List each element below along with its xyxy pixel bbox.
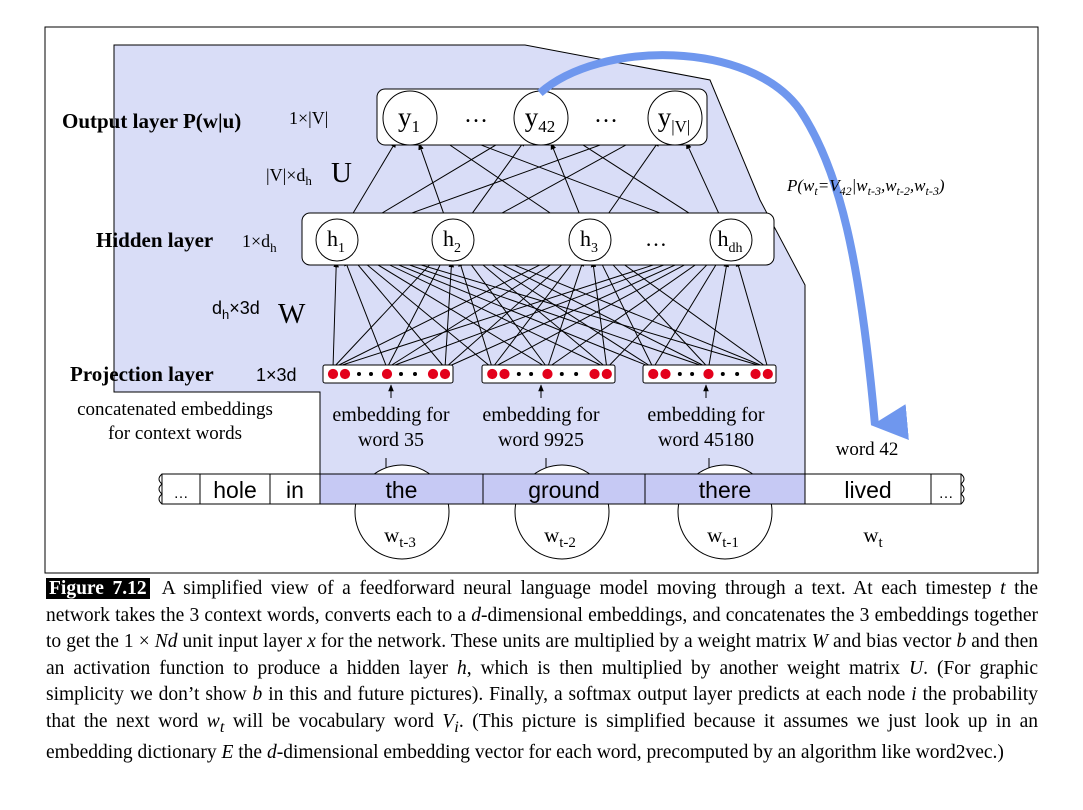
svg-text:the: the [386,477,418,503]
output-ellipsis: … [594,102,618,128]
torn-edge-right [960,473,965,505]
embedding-ellipsis-dot [399,372,403,376]
svg-text:embedding for: embedding for [332,404,450,426]
token-6: there [644,473,806,505]
embedding-unit [702,368,715,380]
projection-block-3 [642,364,777,384]
embedding-unit [749,368,762,380]
svg-text:…: … [939,485,954,502]
projection-block-1 [322,364,454,384]
embedding-ellipsis-dot [677,372,682,376]
hidden-node-2: h2 [431,218,475,262]
svg-text:word 35: word 35 [358,429,424,451]
prediction-arrow [537,51,909,440]
target-word-label: word 42 [836,439,899,460]
token-7: lived [804,473,932,505]
weight-u-name: U [331,157,352,189]
embedding-ellipsis-dot [516,372,521,376]
svg-text:y42: y42 [525,102,556,136]
svg-text:y1: y1 [398,102,420,136]
token-8: … [930,473,962,505]
embedding-ellipsis-dot [559,372,564,376]
svg-text:h3: h3 [580,226,598,256]
hidden-layer-dim: 1×dh [242,231,277,255]
embedding-unit [439,368,451,380]
embedding-ellipsis-dot [720,372,725,376]
embedding-unit [486,368,499,380]
svg-text:h2: h2 [443,226,461,256]
svg-text:wt-2: wt-2 [544,523,576,551]
output-node-1: y1 [382,90,438,146]
embedding-ellipsis-dot [735,372,740,376]
embedding-ellipsis-dot [690,372,695,376]
svg-text:word 45180: word 45180 [658,429,754,451]
svg-text:y|V|: y|V| [658,102,691,136]
embedding-ellipsis-dot [574,372,579,376]
weight-u-dim: |V|×dh [266,165,312,188]
svg-text:there: there [699,477,751,503]
embedding-unit [659,368,672,380]
output-layer-label: Output layer P(w|u) [62,109,241,133]
projection-layer-dim: 1×3d [256,365,297,385]
embedding-ellipsis-dot [369,372,373,376]
projection-layer-label: Projection layer [70,362,214,386]
concat-note-line1: concatenated embeddings [77,399,273,420]
svg-text:word 9925: word 9925 [498,429,584,451]
embedding-label-2: embedding for word 9925 [482,384,600,451]
svg-text:wt-3: wt-3 [384,523,416,551]
embedding-unit [588,368,601,380]
hidden-node-1: h1 [315,218,359,262]
embedding-unit [541,368,554,380]
embedding-unit [600,368,613,380]
hidden-ellipsis: … [645,226,667,251]
hidden-layer-label: Hidden layer [96,228,213,252]
svg-text:lived: lived [844,477,891,503]
probability-label: P(wt=V42|wt-3,wt-2,wt-3) [786,176,945,198]
token-4: the [319,473,484,505]
svg-text:h1: h1 [327,226,345,256]
embedding-label-1: embedding for word 35 [332,384,450,451]
svg-text:embedding for: embedding for [482,404,600,426]
token-5: ground [482,473,646,505]
weight-w-dim: dh×3d [212,298,260,322]
embedding-ellipsis-dot [357,372,361,376]
feedforward-lm-diagram: y1 y42 y|V| … … h1 h2 h3 hdh … Output layer P(w|… [44,26,1039,574]
output-layer-dim: 1×|V| [289,108,328,128]
token-2: hole [199,473,271,505]
weight-w-name: W [278,298,306,330]
figure-frame [44,26,1039,574]
hidden-node-4: hdh [709,218,753,262]
token-3: in [269,473,321,505]
hidden-node-3: h3 [568,218,612,262]
embedding-unit [381,368,393,380]
output-node-3: y|V| [647,90,703,146]
token-1: … [161,473,201,505]
svg-text:wt-1: wt-1 [707,523,739,551]
svg-text:ground: ground [528,477,600,503]
embedding-unit [761,368,774,380]
projection-block-2 [481,364,616,384]
embedding-unit [498,368,511,380]
embedding-unit [339,368,351,380]
embedding-unit [327,368,339,380]
output-node-2: y42 [513,90,569,146]
figure-number: Figure 7.12 [46,578,150,599]
svg-text:in: in [286,477,304,503]
embedding-unit [427,368,439,380]
target-word-symbol: wt [863,523,883,551]
svg-text:hdh: hdh [718,226,743,256]
output-ellipsis: … [464,102,488,128]
concat-note-line2: for context words [108,423,242,444]
svg-text:embedding for: embedding for [647,404,765,426]
svg-text:hole: hole [213,477,256,503]
hidden-layer-box [301,212,775,266]
embedding-label-3: embedding for word 45180 [647,384,765,451]
svg-text:…: … [174,485,189,502]
embedding-unit [647,368,660,380]
embedding-ellipsis-dot [529,372,534,376]
projection-to-hidden-edges [332,245,769,369]
torn-edge-left [158,473,163,505]
embedding-ellipsis-dot [413,372,417,376]
